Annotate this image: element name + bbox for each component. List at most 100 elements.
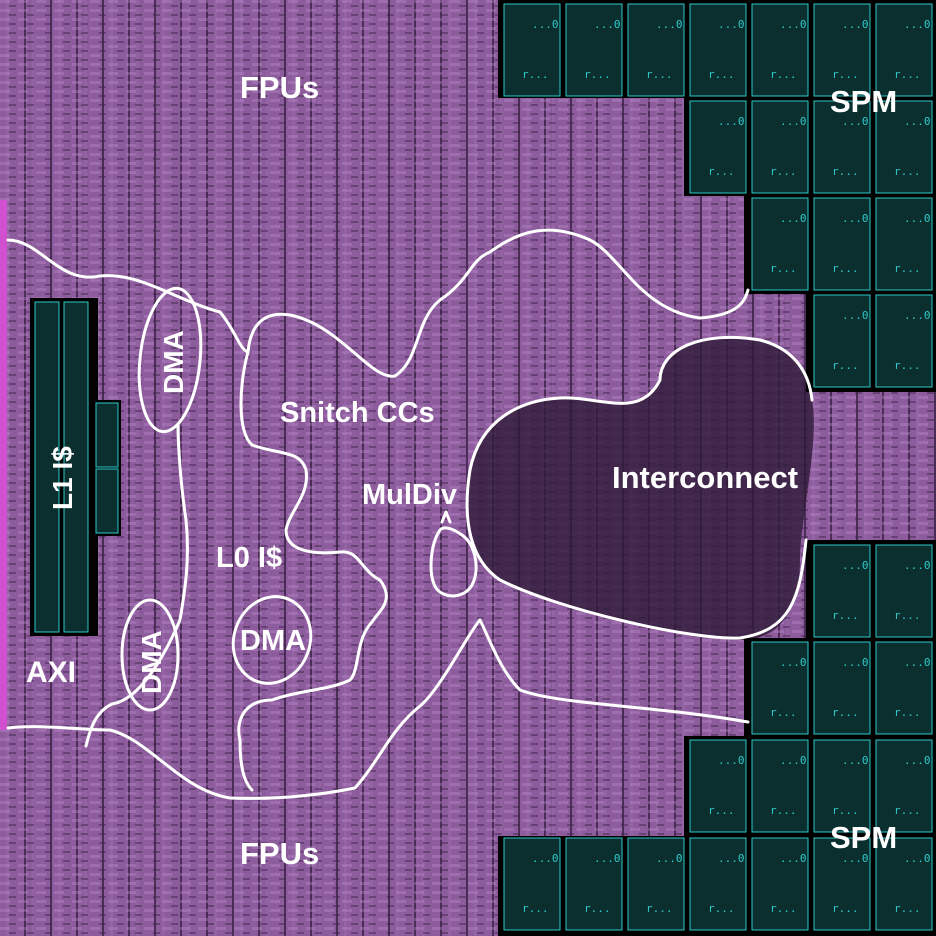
sram-macro-label: ...0 [532, 852, 559, 865]
sram-macro-label: ...0 [904, 559, 931, 572]
sram-macro-label: ...0 [842, 852, 869, 865]
sram-macro-label: ...0 [780, 212, 807, 225]
sram-macro: ...0 r... [751, 100, 809, 194]
sram-macro: ...0 r... [503, 3, 561, 97]
sram-macro-label: r... [832, 68, 859, 81]
sram-macro: ...0r... [813, 544, 871, 638]
sram-macro: ...0r... [875, 739, 933, 833]
sram-macro-label: r... [894, 902, 921, 915]
sram-macro: ...0 r... [751, 739, 809, 833]
sram-macro: ...0r... [875, 641, 933, 735]
sram-macro: ...0 r... [565, 837, 623, 931]
sram-macro-label: r... [832, 706, 859, 719]
interconnect-label: Interconnect [612, 460, 798, 495]
sram-macro-label: r... [522, 902, 549, 915]
l1-icache-macro [34, 301, 60, 633]
muldiv-label: MulDiv [362, 479, 457, 511]
sram-macro-label: r... [894, 359, 921, 372]
sram-macro-label: r... [708, 902, 735, 915]
interconnect-region-shade [467, 337, 814, 640]
muldiv-pointer [440, 510, 452, 524]
fpus-bottom-label: FPUs [240, 836, 319, 871]
sram-macro-label: ...0 [780, 754, 807, 767]
sram-macro: ...0r... [813, 100, 871, 194]
sram-macro-label: r... [894, 262, 921, 275]
sram-macro: ...0 r... [751, 3, 809, 97]
sram-macro-label: r... [894, 68, 921, 81]
l1-icache-macro [95, 402, 119, 468]
axi-label: AXI [26, 656, 76, 689]
sram-macro: ...0r... [813, 641, 871, 735]
sram-macro-label: r... [770, 165, 797, 178]
sram-macro-label: ...0 [904, 18, 931, 31]
sram-macro-label: r... [832, 359, 859, 372]
sram-macro-label: r... [584, 902, 611, 915]
dma-upper-left-outline [137, 286, 203, 434]
l1-icache-label: L1 I$ [47, 446, 78, 510]
dma-lower-left-label: DMA [136, 630, 167, 694]
spm-macro-region-bottom [498, 540, 936, 936]
sram-macro-label: ...0 [656, 852, 683, 865]
sram-macro: ...0 r... [627, 837, 685, 931]
sram-macro: ...0r... [565, 3, 623, 97]
sram-macro-label: r... [770, 262, 797, 275]
sram-macro-label: r... [708, 68, 735, 81]
sram-macro: ...0r... [813, 197, 871, 291]
sram-macro-label: r... [894, 609, 921, 622]
spm-macro-region-top [498, 0, 936, 392]
fpu-bottom-boundary [6, 618, 750, 800]
left-pin-edge [0, 200, 7, 730]
sram-macro-label: r... [770, 68, 797, 81]
sram-macro: ...0 r... [875, 3, 933, 97]
sram-macro: ...0r... [689, 837, 747, 931]
sram-macro: ...0 r... [689, 739, 747, 833]
sram-macro-label: ...0 [842, 115, 869, 128]
sram-macro-label: ...0 [842, 309, 869, 322]
axi-boundary [84, 423, 189, 748]
l0-icache-label: L0 I$ [216, 542, 282, 574]
sram-macros: ...0 r... ...0 r... ...0 r... ...0 r... ...0 r...… [503, 3, 933, 931]
l1-icache-macros [30, 298, 121, 636]
sram-macro-label: ...0 [594, 852, 621, 865]
sram-macro: ...0 r... [627, 3, 685, 97]
sram-macro-label: ...0 [532, 18, 559, 31]
sram-macro-label: r... [770, 804, 797, 817]
sram-macro: ...0 r... [503, 837, 561, 931]
sram-macro-label: r... [522, 68, 549, 81]
sram-macro-label: ...0 [904, 309, 931, 322]
sram-macro-label: ...0 [842, 212, 869, 225]
sram-macro-label: ...0 [904, 212, 931, 225]
sram-macro: ...0 r... [875, 197, 933, 291]
sram-macro-label: ...0 [780, 115, 807, 128]
fpu-top-boundary [6, 228, 750, 378]
sram-macro-label: ...0 [904, 852, 931, 865]
dma-center-label: DMA [240, 625, 306, 657]
sram-macro: ...0 r... [813, 3, 871, 97]
sram-macro: ...0r... [689, 100, 747, 194]
sram-macro-label: ...0 [842, 18, 869, 31]
sram-macro: ...0r... [813, 739, 871, 833]
dma-center-outline [231, 595, 313, 685]
sram-macro-label: ...0 [718, 754, 745, 767]
interconnect-boundary [465, 335, 814, 640]
snitch-ccs-boundary [237, 350, 388, 792]
sram-macro: ...0r... [875, 100, 933, 194]
sram-macro-label: ...0 [718, 18, 745, 31]
l1-icache-macro [63, 301, 89, 633]
sram-macro-label: ...0 [594, 18, 621, 31]
sram-macro: ...0 r... [875, 294, 933, 388]
sram-macro: ...0 r... [875, 837, 933, 931]
sram-macro-label: r... [646, 902, 673, 915]
sram-macro: ...0 r... [875, 544, 933, 638]
sram-macro-label: r... [708, 804, 735, 817]
sram-macro-label: r... [894, 165, 921, 178]
sram-macro-label: r... [708, 165, 735, 178]
snitch-ccs-label: Snitch CCs [280, 397, 435, 429]
sram-macro-label: ...0 [780, 18, 807, 31]
sram-macro-label: r... [646, 68, 673, 81]
sram-macro: ...0r... [813, 837, 871, 931]
fpus-top-label: FPUs [240, 70, 319, 105]
sram-macro-label: ...0 [656, 18, 683, 31]
sram-macro: ...0r... [751, 837, 809, 931]
